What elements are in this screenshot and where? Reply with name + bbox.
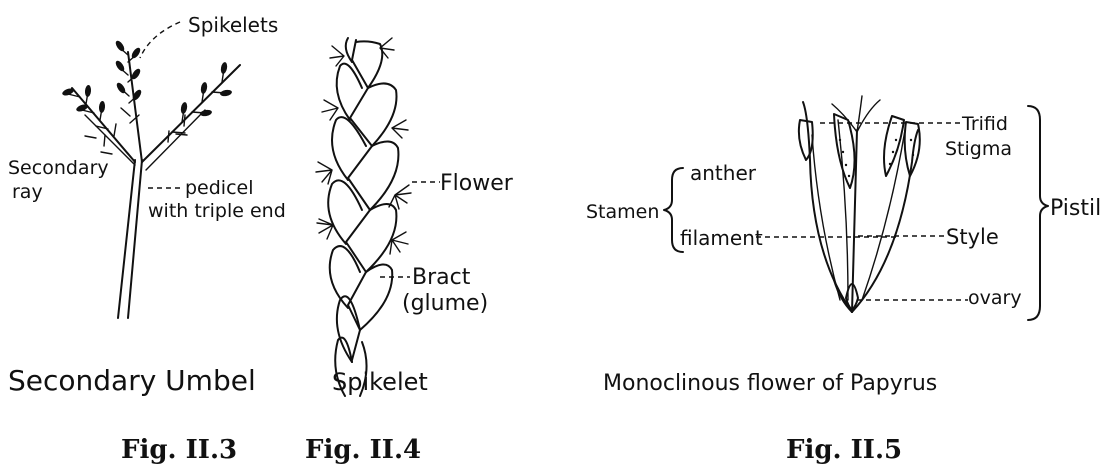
label-trifid: Trifid [961, 113, 1008, 135]
label-flower: Flower [440, 171, 514, 196]
figure-title-secondary-umbel: Secondary Umbel [8, 364, 256, 397]
caption-fig-ii-4: Fig. II.4 [305, 435, 421, 465]
spikelet-drawing [316, 38, 440, 396]
label-glume: (glume) [402, 291, 488, 316]
label-pistil: Pistil [1050, 196, 1101, 221]
label-pedicel-line1: pedicel [185, 177, 254, 199]
label-stigma: Stigma [945, 138, 1012, 160]
label-style: Style [946, 225, 999, 249]
label-pedicel-line2: with triple end [148, 200, 286, 222]
label-ovary: ovary [968, 287, 1022, 309]
label-secondary-ray-line2: ray [12, 181, 43, 203]
label-secondary-ray-line1: Secondary [8, 157, 109, 179]
label-bract: Bract [412, 265, 471, 290]
figure-title-spikelet: Spikelet [332, 368, 428, 396]
caption-fig-ii-5: Fig. II.5 [786, 435, 902, 465]
label-filament: filament [680, 226, 763, 250]
figure-title-monoclinous-flower: Monoclinous flower of Papyrus [603, 371, 937, 396]
label-anther: anther [690, 161, 757, 185]
caption-fig-ii-3: Fig. II.3 [121, 435, 237, 465]
label-stamen: Stamen [586, 201, 659, 223]
label-spikelets: Spikelets [188, 13, 278, 37]
